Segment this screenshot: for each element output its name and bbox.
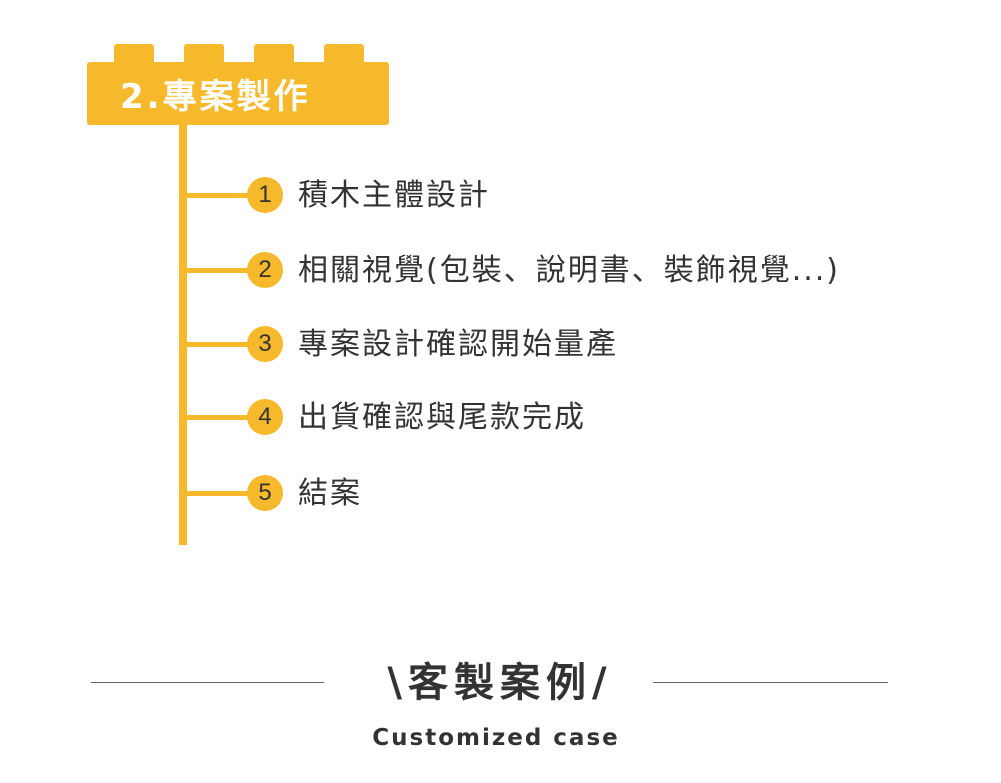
- step-connector: [183, 342, 253, 347]
- brick-stud: [184, 44, 224, 64]
- slash-left: \: [387, 660, 408, 706]
- step-item: 5 結案: [183, 474, 943, 514]
- step-number-badge: 3: [247, 326, 283, 362]
- step-label: 積木主體設計: [298, 178, 490, 213]
- step-item: 1 積木主體設計: [183, 176, 943, 216]
- step-label: 相關視覺(包裝、說明書、裝飾視覺...): [298, 253, 841, 288]
- step-label: 出貨確認與尾款完成: [298, 400, 586, 435]
- brick-body: 2.專案製作: [87, 62, 389, 125]
- timeline-trunk: [179, 125, 187, 545]
- section-title: 客製案例: [408, 660, 592, 706]
- divider-right: [653, 682, 888, 683]
- step-number-badge: 5: [247, 475, 283, 511]
- step-label: 專案設計確認開始量產: [298, 327, 618, 362]
- slash-right: /: [592, 660, 613, 706]
- step-connector: [183, 491, 253, 496]
- brick-stud: [324, 44, 364, 64]
- brick-stud: [254, 44, 294, 64]
- step-number-badge: 1: [247, 177, 283, 213]
- step-connector: [183, 193, 253, 198]
- step-number-badge: 4: [247, 399, 283, 435]
- step-item: 2 相關視覺(包裝、說明書、裝飾視覺...): [183, 251, 943, 291]
- step-connector: [183, 415, 253, 420]
- step-connector: [183, 268, 253, 273]
- step-label: 結案: [298, 476, 362, 511]
- divider-left: [91, 682, 324, 683]
- step-item: 3 專案設計確認開始量產: [183, 325, 943, 365]
- section-heading: \客製案例/: [350, 655, 650, 711]
- brick-stud: [114, 44, 154, 64]
- step-number-badge: 2: [247, 252, 283, 288]
- page-title: 2.專案製作: [120, 77, 311, 117]
- section-subtitle: Customized case: [372, 725, 620, 751]
- step-item: 4 出貨確認與尾款完成: [183, 398, 943, 438]
